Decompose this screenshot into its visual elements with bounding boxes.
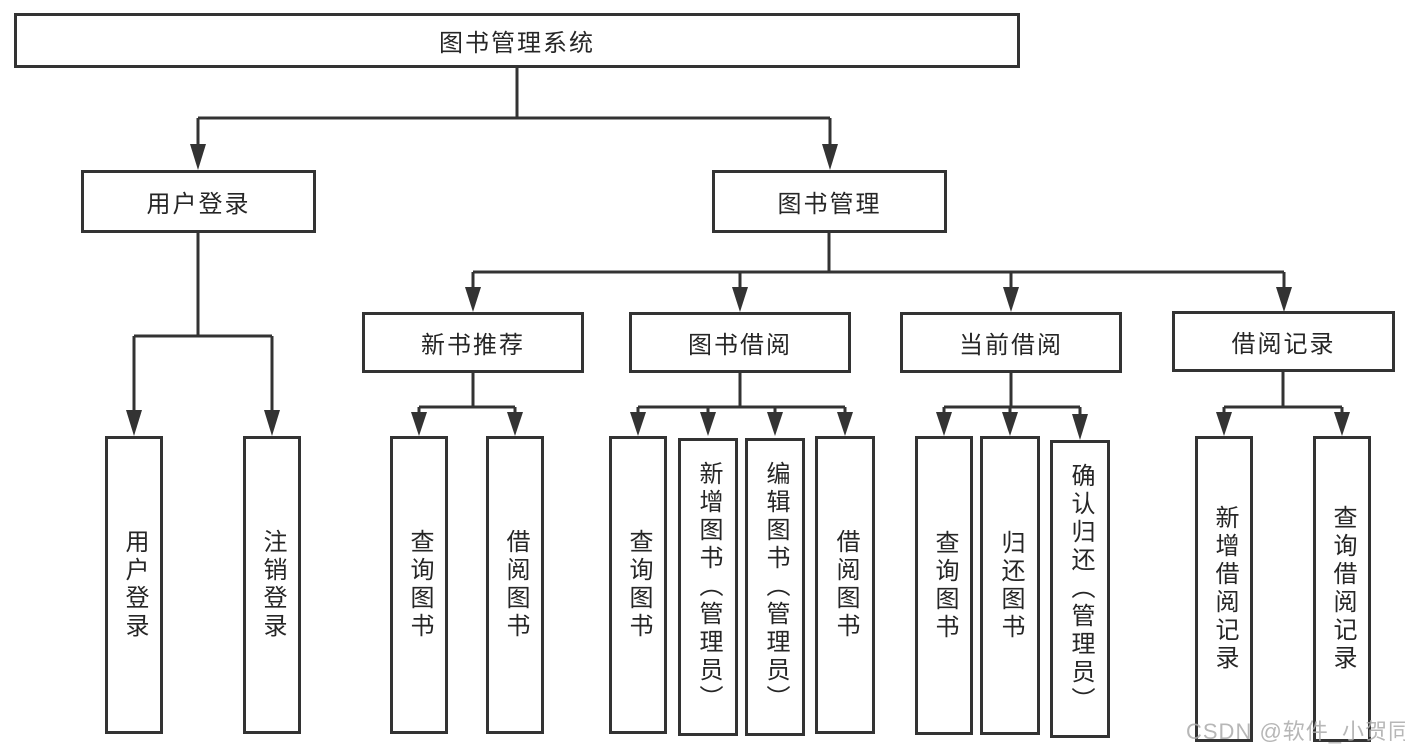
leaf-borrow-books-borrowing: 借阅图书 xyxy=(815,436,875,734)
leaf-label: 注销登录 xyxy=(259,529,286,641)
node-book-borrowing: 图书借阅 xyxy=(629,312,851,373)
node-label: 用户登录 xyxy=(146,191,251,218)
node-label: 借阅记录 xyxy=(1231,331,1336,358)
node-label: 图书借阅 xyxy=(688,332,792,359)
leaf-edit-books-admin: 编辑图书（管理员） xyxy=(745,438,805,736)
leaf-query-books-borrowing: 查询图书 xyxy=(609,436,667,734)
leaf-user-login: 用户登录 xyxy=(105,436,163,734)
leaf-logout: 注销登录 xyxy=(243,436,301,734)
leaf-label: 用户登录 xyxy=(121,529,148,641)
leaf-label: 查询图书 xyxy=(625,529,652,641)
csdn-watermark: CSDN @软件_小贺同学 xyxy=(1186,719,1405,744)
node-user-login-group: 用户登录 xyxy=(81,170,316,233)
leaf-query-books-current: 查询图书 xyxy=(915,436,973,735)
node-label: 当前借阅 xyxy=(959,332,1063,359)
leaf-label: 确认归还（管理员） xyxy=(1067,463,1094,715)
node-label: 图书管理 xyxy=(777,191,882,218)
leaf-label: 查询图书 xyxy=(406,529,433,641)
leaf-label: 借阅图书 xyxy=(502,529,529,641)
leaf-add-books-admin: 新增图书（管理员） xyxy=(678,438,738,736)
node-root-label: 图书管理系统 xyxy=(439,30,595,57)
node-borrowing-records: 借阅记录 xyxy=(1172,311,1395,372)
leaf-label: 查询借阅记录 xyxy=(1329,505,1356,673)
leaf-add-borrow-record: 新增借阅记录 xyxy=(1195,436,1253,742)
node-book-management: 图书管理 xyxy=(712,170,947,233)
leaf-query-books-recommend: 查询图书 xyxy=(390,436,448,734)
leaf-label: 新增图书（管理员） xyxy=(695,461,722,713)
leaf-label: 借阅图书 xyxy=(832,529,859,641)
node-current-borrowing: 当前借阅 xyxy=(900,312,1122,373)
leaf-return-books: 归还图书 xyxy=(980,436,1040,735)
leaf-label: 查询图书 xyxy=(931,529,958,642)
node-new-book-recommendation: 新书推荐 xyxy=(362,312,584,373)
leaf-label: 新增借阅记录 xyxy=(1211,505,1238,673)
leaf-label: 编辑图书（管理员） xyxy=(762,461,789,713)
node-root-system: 图书管理系统 xyxy=(14,13,1020,68)
leaf-confirm-return-admin: 确认归还（管理员） xyxy=(1050,440,1110,738)
leaf-query-borrow-record: 查询借阅记录 xyxy=(1313,436,1371,742)
leaf-label: 归还图书 xyxy=(997,529,1024,642)
node-label: 新书推荐 xyxy=(421,332,525,359)
leaf-borrow-books-recommend: 借阅图书 xyxy=(486,436,544,734)
